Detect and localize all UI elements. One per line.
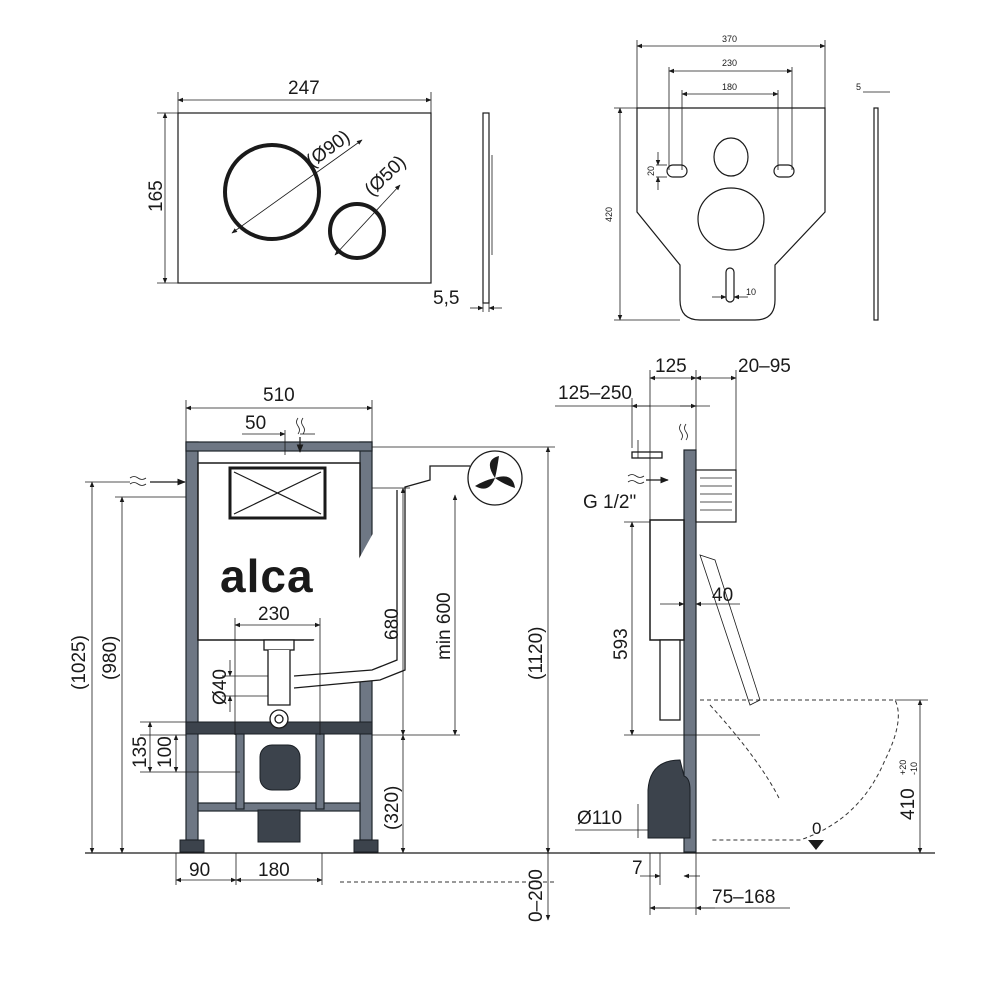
frame-left-post: [185, 441, 199, 841]
front-view: alca 510 50 (1025) (980): [69, 385, 600, 922]
tolerance-plus: +20: [898, 760, 908, 775]
label-135: 135: [130, 736, 151, 768]
label-230: 230: [258, 604, 290, 625]
acoustic-plate-height: 420: [604, 207, 614, 222]
side-view: 125 20–95 125–250 G 1/2" 40 593 Ø110 7: [555, 356, 935, 915]
label-320: (320): [382, 786, 403, 830]
label-125: 125: [655, 356, 687, 377]
big-button-diameter: (Ø90): [303, 127, 355, 173]
label-680: 680: [382, 608, 403, 640]
height-1120: (1120): [526, 626, 547, 680]
acoustic-bottom-slot: 10: [746, 287, 756, 297]
flush-plate-thickness: 5,5: [433, 288, 459, 309]
thread-size: G 1/2": [583, 492, 636, 513]
acoustic-plate-view: 370 230 180 420 20 10 5: [604, 34, 890, 321]
label-100: 100: [155, 736, 176, 768]
pipe-diameter-40: Ø40: [210, 669, 231, 705]
label-7: 7: [632, 858, 643, 879]
acoustic-slot: 20: [646, 166, 656, 176]
drain-elbow: [647, 759, 691, 839]
acoustic-hole-outer: 230: [722, 58, 737, 68]
flush-plate-profile: [482, 112, 490, 304]
label-125-250: 125–250: [558, 383, 632, 404]
frame-side-post: [683, 449, 697, 853]
height-980: (980): [100, 636, 121, 680]
height-1025: (1025): [69, 635, 90, 690]
pipe-diameter-110: Ø110: [577, 808, 622, 829]
small-button-diameter: (Ø50): [361, 152, 411, 201]
bottom-180: 180: [258, 860, 290, 881]
label-40: 40: [712, 585, 733, 606]
zero-mark: 0: [812, 819, 821, 838]
brand-logo: alca: [220, 550, 314, 602]
label-75-168: 75–168: [712, 887, 775, 908]
label-min600: min 600: [434, 592, 455, 660]
tolerance-minus: -10: [909, 762, 919, 775]
label-410: 410: [898, 788, 919, 820]
acoustic-hole-inner: 180: [722, 82, 737, 92]
flush-plate-height: 165: [146, 180, 167, 212]
flush-plate-width: 247: [288, 78, 320, 99]
acoustic-plate-width: 370: [722, 34, 737, 44]
offset-50: 50: [245, 413, 266, 434]
acoustic-plate-profile: [873, 107, 879, 321]
label-593: 593: [611, 628, 632, 660]
label-20-95: 20–95: [738, 356, 791, 377]
floor-range: 0–200: [526, 869, 547, 922]
flush-plate-outline: [177, 112, 432, 284]
acoustic-plate-thickness: 5: [856, 82, 861, 92]
acoustic-plate-outline: [636, 107, 826, 321]
frame-width: 510: [263, 385, 295, 406]
flush-plate-view: (Ø90) (Ø50) 247 165 5,5: [146, 78, 502, 312]
bottom-90: 90: [189, 860, 210, 881]
